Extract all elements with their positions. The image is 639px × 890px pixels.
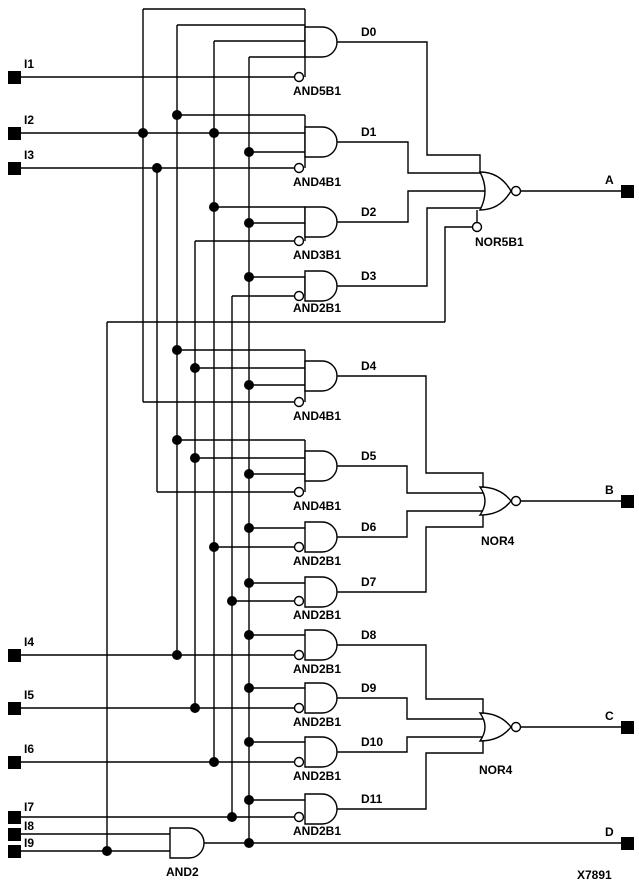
and-gate-d4: [304, 360, 338, 392]
net-label-d7: D7: [361, 575, 377, 589]
and-input-bubbles: [293, 71, 305, 823]
net-label-d11: D11: [361, 792, 383, 806]
net-label-d6: D6: [361, 520, 377, 534]
net-label-d9: D9: [361, 681, 377, 695]
output-pin-a: [621, 185, 634, 198]
gate-label-d6: AND2B1: [293, 554, 342, 568]
net-label-d0: D0: [361, 25, 377, 39]
input-pin-i2: [8, 127, 21, 140]
gate-label-nor-c: NOR4: [479, 763, 513, 777]
output-pin-d: [621, 837, 634, 850]
input-label-i3: I3: [24, 148, 35, 162]
input-pin-i5: [8, 702, 21, 715]
net-label-d5: D5: [361, 449, 377, 463]
input-label-i5: I5: [24, 688, 35, 702]
output-label-a: A: [605, 173, 614, 187]
nor-c-output-bubble: [510, 721, 522, 733]
input-label-i4: I4: [24, 635, 35, 649]
and-gate-d2: [304, 206, 338, 238]
input-pin-i8: [8, 828, 21, 841]
and-gate-d1: [304, 126, 338, 158]
gate-label-and2: AND2: [166, 865, 199, 879]
nor-gate-b: [478, 486, 512, 516]
output-pin-b: [621, 495, 634, 508]
input-label-i6: I6: [24, 742, 35, 756]
and-gate-d3: [304, 270, 338, 302]
and-gate-d11: [304, 793, 338, 825]
nor-a-input-bubble: [471, 221, 483, 233]
and-gate-d7: [304, 576, 338, 608]
gate-label-nor-b: NOR4: [481, 534, 515, 548]
input-pin-i3: [8, 162, 21, 175]
output-label-c: C: [605, 709, 614, 723]
and2-gate: [169, 827, 205, 859]
net-label-d4: D4: [361, 359, 377, 373]
net-label-d8: D8: [361, 628, 377, 642]
net-label-d2: D2: [361, 205, 377, 219]
gate-label-d0: AND5B1: [293, 84, 342, 98]
nor-b-output-bubble: [510, 495, 522, 507]
gate-label-d4: AND4B1: [293, 409, 342, 423]
gate-label-d8: AND2B1: [293, 662, 342, 676]
gate-label-d7: AND2B1: [293, 608, 342, 622]
gate-label-d11: AND2B1: [293, 824, 342, 838]
and-gate-d9: [304, 682, 338, 714]
and-gate-d6: [304, 521, 338, 553]
input-pin-i7: [8, 811, 21, 824]
input-label-i8: I8: [24, 819, 35, 833]
input-pin-i9: [8, 845, 21, 858]
gate-label-d1: AND4B1: [293, 175, 342, 189]
gate-label-d10: AND2B1: [293, 769, 342, 783]
net-label-d3: D3: [361, 269, 377, 283]
input-label-i7: I7: [24, 800, 35, 814]
input-label-i1: I1: [24, 57, 35, 71]
input-pin-i1: [8, 71, 21, 84]
junction-dots: [102, 110, 254, 856]
and-gate-d0: [304, 26, 338, 58]
output-pin-c: [621, 721, 634, 734]
and-gate-d5: [304, 450, 338, 482]
and-gate-d10: [304, 736, 338, 768]
net-label-d1: D1: [361, 125, 377, 139]
output-label-d: D: [605, 825, 614, 839]
and-gate-d8: [304, 629, 338, 661]
gate-label-d5: AND4B1: [293, 499, 342, 513]
output-label-b: B: [605, 483, 614, 497]
figure-id: X7891: [577, 868, 612, 882]
input-label-i2: I2: [24, 113, 35, 127]
nor-a-output-bubble: [510, 185, 522, 197]
input-pin-i6: [8, 756, 21, 769]
net-label-d10: D10: [361, 735, 384, 749]
gate-label-nor-a: NOR5B1: [475, 235, 524, 249]
gate-label-d2: AND3B1: [293, 248, 342, 262]
gate-label-d9: AND2B1: [293, 715, 342, 729]
nor-gate-c: [478, 712, 512, 742]
input-label-i9: I9: [24, 836, 35, 850]
nor-gate-a: [478, 171, 512, 211]
gate-label-d3: AND2B1: [293, 301, 342, 315]
input-pin-i4: [8, 649, 21, 662]
